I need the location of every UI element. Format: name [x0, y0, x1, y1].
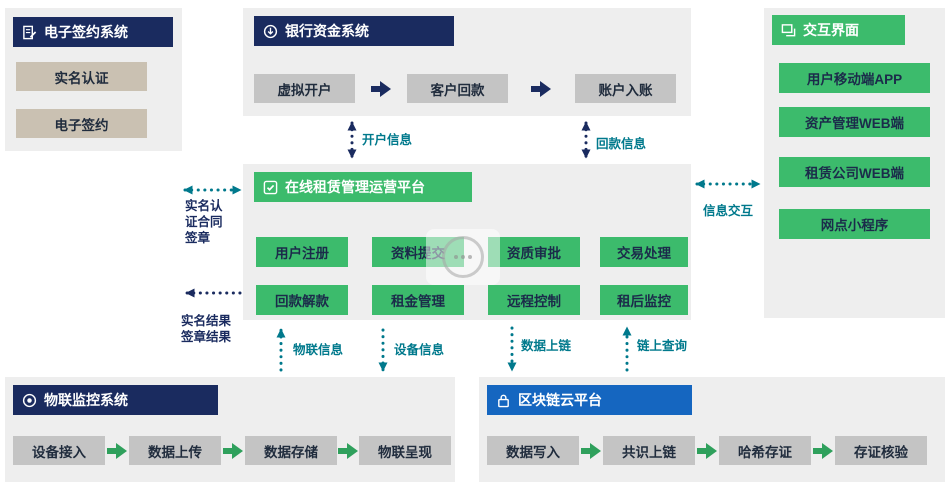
iot-header: 物联监控系统: [13, 385, 218, 415]
bank-step: 客户回款: [407, 74, 508, 103]
esign-request-line: 实名认: [185, 199, 223, 213]
chain-step: 存证核验: [835, 436, 927, 465]
ui-header: 交互界面: [772, 15, 905, 45]
bank-step-label: 账户入账: [598, 82, 653, 98]
flow-arrow-icon: [223, 443, 243, 459]
watermark-circle-icon: [442, 236, 484, 278]
flow-arrow-icon: [581, 443, 601, 459]
chain-title: 区块链云平台: [518, 392, 602, 408]
chain-step: 数据写入: [487, 436, 579, 465]
platform-module-label: 回款解款: [275, 294, 329, 309]
monitor-check-icon: [263, 180, 278, 194]
platform-header: 在线租赁管理运营平台: [254, 172, 472, 202]
bank-step-label: 客户回款: [430, 82, 485, 98]
iot-step-label: 数据存储: [264, 444, 318, 460]
repayment-info-label: 回款信息: [596, 137, 647, 151]
ui-item: 用户移动端APP: [779, 63, 930, 93]
ui-item: 租赁公司WEB端: [779, 157, 930, 187]
flow-arrow-icon: [371, 81, 391, 97]
iot-step: 设备接入: [13, 436, 105, 465]
device-info-label: 设备信息: [394, 343, 445, 357]
chain-step: 共识上链: [603, 436, 695, 465]
chain-step-label: 哈希存证: [738, 444, 792, 460]
bank-step-label: 虚拟开户: [277, 82, 332, 98]
bank-title: 银行资金系统: [285, 23, 369, 39]
flow-arrow-icon: [813, 443, 833, 459]
iot-step-label: 物联呈现: [378, 444, 432, 460]
platform-module-label: 交易处理: [617, 246, 671, 261]
data-to-chain-label: 数据上链: [521, 339, 572, 353]
esign-item-label: 实名认证: [54, 70, 109, 86]
platform-module: 交易处理: [600, 237, 688, 267]
lock-icon: [498, 394, 509, 407]
esign-request-label: 实名认 证合同 签章: [185, 198, 223, 246]
platform-module-label: 用户注册: [275, 246, 329, 261]
esign-title: 电子签约系统: [44, 24, 128, 40]
target-icon: [22, 393, 37, 407]
chain-step-label: 共识上链: [622, 444, 676, 460]
esign-request-line: 签章: [185, 231, 211, 245]
info-exchange-label: 信息交互: [703, 204, 754, 218]
ui-item-label: 网点小程序: [820, 218, 889, 233]
bank-step: 虚拟开户: [254, 74, 355, 103]
platform-module: 回款解款: [256, 285, 348, 315]
platform-module-label: 远程控制: [507, 294, 561, 309]
esign-item-label: 电子签约: [54, 117, 109, 133]
flow-arrow-icon: [338, 443, 358, 459]
esign-header: 电子签约系统: [13, 17, 173, 47]
chain-query-label: 链上查询: [637, 339, 688, 353]
platform-title: 在线租赁管理运营平台: [285, 179, 425, 195]
esign-result-line: 实名结果: [181, 314, 232, 328]
platform-module: 用户注册: [256, 237, 348, 267]
interface-screen-icon: [781, 23, 796, 36]
ui-item-label: 资产管理WEB端: [805, 116, 904, 131]
watermark: [426, 229, 500, 285]
platform-module-label: 租金管理: [391, 294, 445, 309]
chain-step-label: 存证核验: [854, 444, 908, 460]
esign-result-label: 实名结果 签章结果: [181, 313, 231, 345]
flow-arrow-icon: [697, 443, 717, 459]
account-open-info-label: 开户信息: [362, 133, 413, 147]
platform-module: 租后监控: [600, 285, 688, 315]
iot-info-label: 物联信息: [293, 343, 344, 357]
esign-item-econtract: 电子签约: [16, 109, 147, 138]
flow-arrow-icon: [107, 443, 127, 459]
esign-item-realname: 实名认证: [16, 62, 147, 91]
ui-title: 交互界面: [803, 22, 859, 38]
iot-step: 数据存储: [245, 436, 337, 465]
chain-header: 区块链云平台: [487, 385, 692, 415]
bank-header: 银行资金系统: [254, 16, 454, 46]
platform-module: 租金管理: [372, 285, 464, 315]
iot-title: 物联监控系统: [44, 392, 128, 408]
bank-step: 账户入账: [575, 74, 676, 103]
platform-module-label: 租后监控: [617, 294, 671, 309]
chain-step: 哈希存证: [719, 436, 811, 465]
ui-item: 资产管理WEB端: [779, 107, 930, 137]
esign-request-line: 证合同: [185, 215, 223, 229]
bank-funds-icon: [263, 24, 278, 38]
iot-step-label: 设备接入: [32, 444, 86, 460]
flow-arrow-icon: [531, 81, 551, 97]
iot-step-label: 数据上传: [148, 444, 202, 460]
iot-step: 物联呈现: [359, 436, 451, 465]
platform-module-label: 资质审批: [507, 246, 561, 261]
ui-item-label: 用户移动端APP: [806, 72, 903, 87]
document-sign-icon: [23, 25, 37, 39]
chain-step-label: 数据写入: [506, 444, 560, 460]
ui-item-label: 租赁公司WEB端: [805, 166, 904, 181]
platform-module: 远程控制: [488, 285, 580, 315]
esign-result-line: 签章结果: [181, 330, 232, 344]
platform-module: 资质审批: [488, 237, 580, 267]
ui-item: 网点小程序: [779, 209, 930, 239]
iot-step: 数据上传: [129, 436, 221, 465]
